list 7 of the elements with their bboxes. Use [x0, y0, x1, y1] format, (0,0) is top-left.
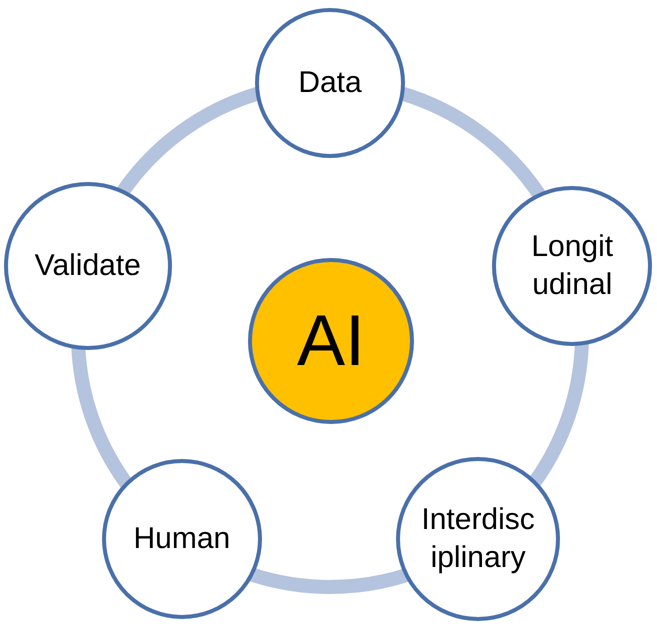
node-label: Data: [298, 65, 362, 102]
node-label: Validate: [34, 248, 141, 284]
node-label: Human: [134, 521, 230, 558]
ring-connector: [249, 568, 409, 594]
node-label: AI: [296, 300, 366, 383]
node-label: Interdisc iplinary: [420, 502, 536, 576]
node-label: Longit udinal: [530, 229, 614, 303]
